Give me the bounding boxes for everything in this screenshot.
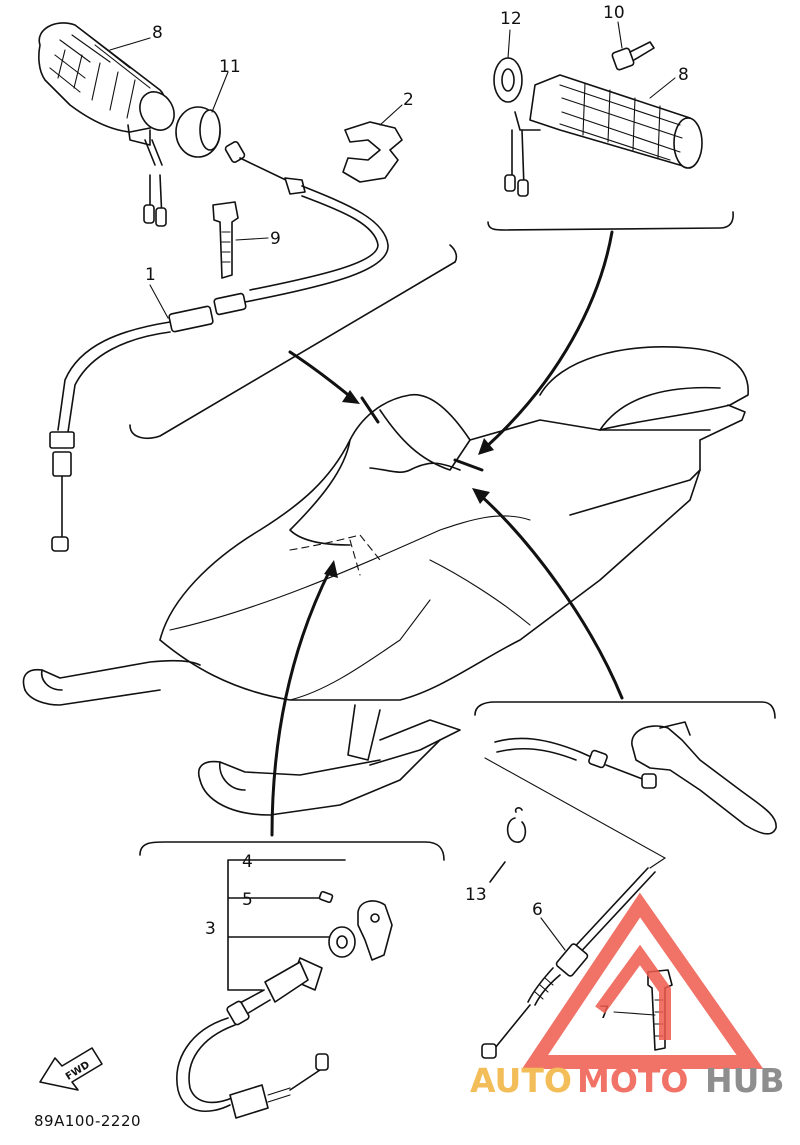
- throttle-cable: [49, 141, 389, 552]
- callout-3: 3: [205, 919, 216, 939]
- callout-2: 2: [403, 90, 414, 110]
- callout-10: 10: [603, 3, 625, 23]
- spacer-ring: [175, 106, 221, 158]
- callout-4: 4: [242, 852, 253, 872]
- watermark-word-auto: AUTO: [470, 1061, 572, 1100]
- wire-clip: [342, 121, 403, 183]
- callout-12: 12: [500, 9, 522, 29]
- watermark-triangle: [521, 892, 764, 1069]
- left-handlebar-group: [38, 22, 458, 552]
- watermark-word-moto: MOTO: [577, 1061, 688, 1100]
- right-handlebar-group: [487, 41, 734, 231]
- clamp: [506, 807, 527, 843]
- reference-code: 89A100-2220: [34, 1112, 141, 1130]
- leader-lines: [109, 21, 676, 1016]
- snowmobile-illustration: [22, 346, 749, 816]
- callout-5: 5: [242, 890, 253, 910]
- watermark-word-hub: HUB: [705, 1061, 785, 1100]
- callout-numbers: 8 11 2 9 1 12 10 8 4 5 3 13 6 7: [145, 3, 689, 1023]
- choke-assembly: [139, 841, 445, 1119]
- pointer-arrows: [270, 230, 624, 837]
- watermark-logo: AUTO MOTO HUB: [470, 892, 785, 1100]
- forward-indicator: FWD: [39, 1047, 103, 1091]
- callout-13: 13: [465, 885, 487, 905]
- callout-9: 9: [270, 229, 281, 249]
- bolt: [611, 41, 655, 71]
- right-grip: [504, 74, 703, 197]
- callout-8-right: 8: [678, 65, 689, 85]
- cable-band: [212, 201, 239, 279]
- callout-11: 11: [219, 57, 241, 77]
- callout-6: 6: [532, 900, 543, 920]
- callout-8-left: 8: [152, 23, 163, 43]
- left-grip: [38, 22, 175, 227]
- callout-1: 1: [145, 265, 156, 285]
- brake-assembly: [474, 701, 777, 1059]
